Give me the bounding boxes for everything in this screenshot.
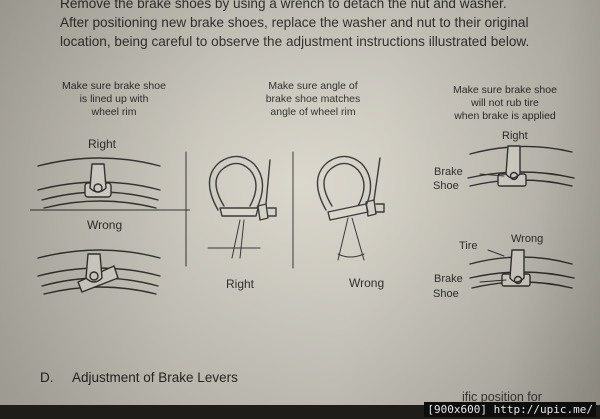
tire-wrong-diagram bbox=[469, 249, 575, 289]
angle-wrong-diagram bbox=[316, 155, 385, 261]
intro-line-2: After positioning new brake shoes, repla… bbox=[60, 15, 529, 30]
angle-right-diagram bbox=[207, 155, 277, 259]
left-wrong-label: Wrong bbox=[87, 218, 123, 232]
manual-page: Remove the brake shoes by using a wrench… bbox=[0, 0, 600, 405]
bottom-text-fragment: ific position for bbox=[462, 390, 542, 404]
middle-right-label: Right bbox=[226, 277, 255, 291]
middle-panel-caption: Make sure angle of brake shoe matches an… bbox=[265, 80, 361, 118]
right-panel-caption: Make sure brake shoe will not rub tire w… bbox=[453, 84, 557, 122]
tire-right-diagram bbox=[467, 145, 575, 187]
middle-wrong-label: Wrong bbox=[349, 276, 385, 290]
shoe-label-2: Shoe bbox=[433, 288, 459, 300]
section-letter: D. bbox=[40, 370, 54, 385]
section-title: Adjustment of Brake Levers bbox=[72, 370, 238, 385]
intro-line-1: Remove the brake shoes by using a wrench… bbox=[60, 0, 507, 11]
intro-paragraph: Remove the brake shoes by using a wrench… bbox=[60, 0, 580, 51]
brake-label-2: Brake bbox=[434, 273, 463, 285]
intro-line-3: location, being careful to observe the a… bbox=[60, 34, 530, 49]
rim-right-diagram bbox=[30, 157, 190, 211]
left-panel-diagrams bbox=[30, 157, 190, 295]
right-right-label: Right bbox=[502, 130, 528, 142]
brake-label-1: Brake bbox=[434, 166, 463, 178]
shoe-label-1: Shoe bbox=[433, 180, 459, 192]
right-wrong-label: Wrong bbox=[511, 233, 544, 245]
rim-wrong-diagram bbox=[37, 249, 161, 295]
left-panel-caption: Make sure brake shoe is lined up with wh… bbox=[62, 80, 166, 118]
left-right-label: Right bbox=[88, 137, 117, 151]
middle-panel-diagrams bbox=[185, 151, 385, 269]
image-source-footer: [900x600] http://upic.me/ bbox=[424, 402, 596, 417]
section-heading: D. Adjustment of Brake Levers bbox=[40, 370, 238, 385]
right-panel-diagrams bbox=[467, 145, 575, 289]
tire-label: Tire bbox=[459, 240, 478, 252]
